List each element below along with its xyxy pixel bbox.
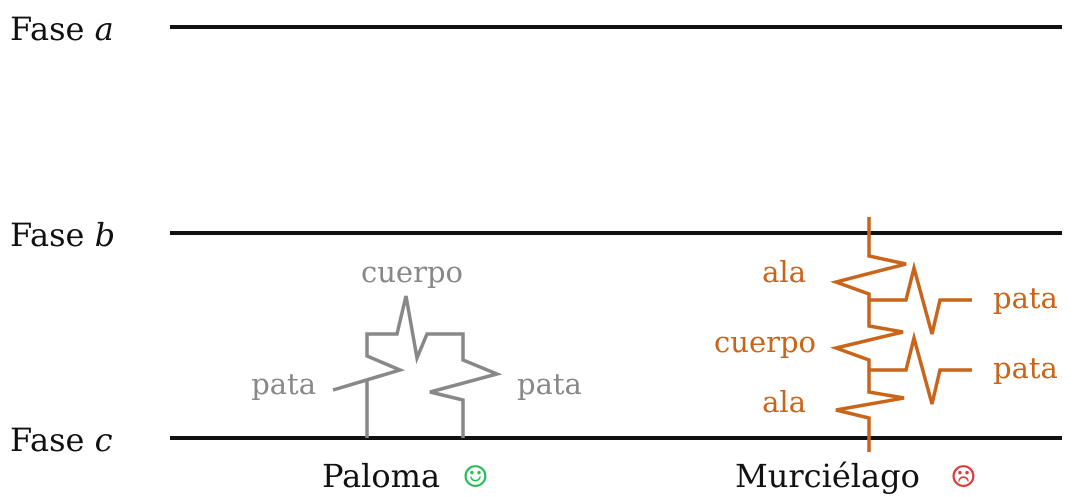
paloma-label-leg-right: pata — [517, 367, 582, 401]
phase-b-label: Fase b — [10, 216, 115, 254]
murcielago-leg-bottom — [869, 331, 972, 405]
paloma-drawing — [332, 295, 503, 438]
paloma-body-left-stroke — [332, 295, 503, 438]
murcielago-drawing — [829, 217, 972, 452]
murcielago-label-wing-top: ala — [762, 255, 806, 289]
paloma-smiley-icon: ☺ — [462, 460, 489, 495]
murcielago-label-leg-bottom: pata — [993, 351, 1058, 385]
murcielago-caption: Murciélago — [735, 457, 920, 495]
paloma-label-leg-left: pata — [251, 367, 316, 401]
murcielago-label-leg-top: pata — [993, 281, 1058, 315]
murcielago-leg-top — [869, 261, 972, 335]
murcielago-smiley-icon: ☹ — [950, 460, 977, 495]
paloma-label-body: cuerpo — [361, 255, 463, 289]
paloma-caption: Paloma — [322, 457, 440, 495]
murcielago-label-wing-bottom: ala — [762, 385, 806, 419]
phase-c-label: Fase c — [10, 421, 113, 459]
murcielago-label-body: cuerpo — [714, 325, 816, 359]
murcielago-spine — [829, 217, 907, 452]
phase-a-label: Fase a — [10, 10, 114, 48]
